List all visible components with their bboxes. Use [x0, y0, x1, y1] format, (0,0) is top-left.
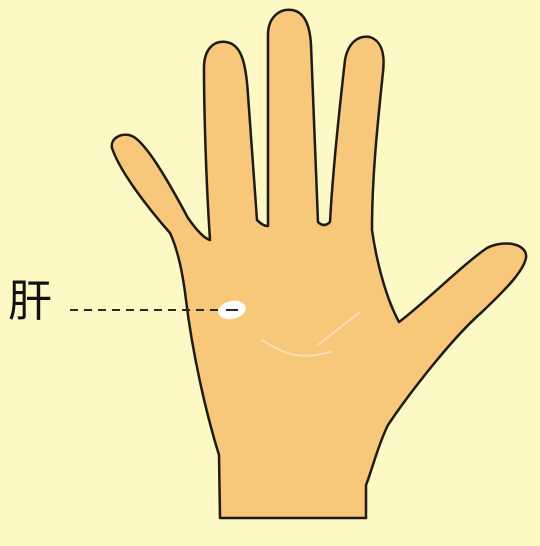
acupoint-label: 肝 [8, 280, 52, 324]
hand-outline [112, 10, 526, 518]
